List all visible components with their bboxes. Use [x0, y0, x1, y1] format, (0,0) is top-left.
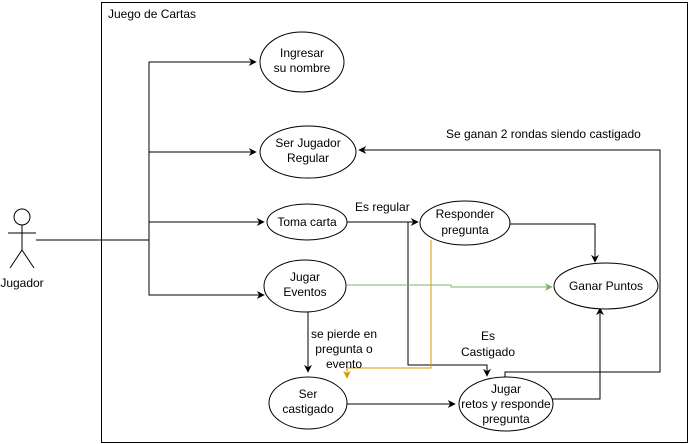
label-es-castigado-line2: Castigado	[461, 345, 515, 359]
usecase-ganar-puntos-line1: Ganar Puntos	[569, 279, 643, 293]
usecase-jugar-retos-line3: pregunta	[482, 412, 530, 426]
usecase-responder[interactable]: Responder pregunta	[419, 200, 511, 246]
usecase-jugar-retos-shape	[458, 376, 554, 432]
usecase-ingresar-line2: su nombre	[274, 61, 331, 75]
system-boundary	[101, 2, 688, 443]
edge-responder-ganar	[510, 223, 599, 263]
system-title: Juego de Cartas	[108, 7, 196, 21]
usecase-jugar-retos-line2: retos y responde	[461, 397, 551, 411]
actor-left-leg	[9, 249, 23, 269]
usecase-ser-regular-line2: Regular	[287, 151, 329, 165]
edge-retos-ganar	[552, 307, 604, 400]
usecase-toma-carta-shape	[266, 203, 348, 241]
label-es-regular: Es regular	[355, 200, 410, 214]
edge-toma-retos	[407, 222, 491, 377]
usecase-ser-castigado-line2: castigado	[282, 402, 334, 416]
actor-label: Jugador	[0, 276, 43, 290]
usecase-jugar-retos-line1: Jugar	[491, 382, 521, 396]
usecase-ser-castigado-line1: Ser	[299, 387, 318, 401]
usecase-ser-regular-shape	[259, 125, 357, 179]
usecase-ser-castigado[interactable]: Ser castigado	[268, 376, 348, 430]
usecase-ingresar-line1: Ingresar	[280, 46, 324, 60]
usecase-jugar-retos[interactable]: Jugar retos y responde pregunta	[458, 376, 554, 432]
edge-actor-trunk	[36, 58, 257, 241]
label-se-pierde-line1: se pierde en	[311, 327, 377, 341]
actor-head	[13, 208, 31, 226]
usecase-toma-carta[interactable]: Toma carta	[266, 203, 348, 241]
label-se-pierde-line3: evento	[326, 357, 362, 371]
usecase-responder-line1: Responder	[436, 207, 495, 221]
label-se-pierde-line2: pregunta o	[315, 342, 373, 356]
label-es-castigado-line1: Es	[481, 329, 495, 343]
actor-jugador[interactable]: Jugador	[0, 208, 44, 290]
usecase-jugar-eventos-shape	[263, 259, 347, 313]
usecase-responder-shape	[419, 200, 511, 246]
usecase-toma-carta-line1: Toma carta	[277, 215, 337, 229]
actor-right-leg	[21, 249, 35, 269]
usecase-ganar-puntos-shape	[553, 262, 659, 310]
usecase-ser-regular-line1: Ser Jugador	[275, 136, 340, 150]
edge-retos-regular	[358, 146, 661, 381]
edge-responder-castigado	[343, 240, 432, 379]
edge-eventos-ganar	[347, 283, 553, 291]
usecase-ingresar-shape	[259, 31, 345, 93]
label-dos-rondas: Se ganan 2 rondas siendo castigado	[446, 127, 641, 141]
edge-actor-jugar-eventos	[148, 240, 265, 299]
usecase-jugar-eventos[interactable]: Jugar Eventos	[263, 259, 347, 313]
usecase-ganar-puntos[interactable]: Ganar Puntos	[553, 262, 659, 310]
usecase-responder-line2: pregunta	[441, 223, 489, 237]
usecase-ingresar[interactable]: Ingresar su nombre	[259, 31, 345, 93]
usecase-jugar-eventos-line2: Eventos	[283, 285, 326, 299]
usecase-jugar-eventos-line1: Jugar	[290, 270, 320, 284]
usecase-ser-castigado-shape	[268, 376, 348, 430]
usecase-ser-regular[interactable]: Ser Jugador Regular	[259, 125, 357, 179]
